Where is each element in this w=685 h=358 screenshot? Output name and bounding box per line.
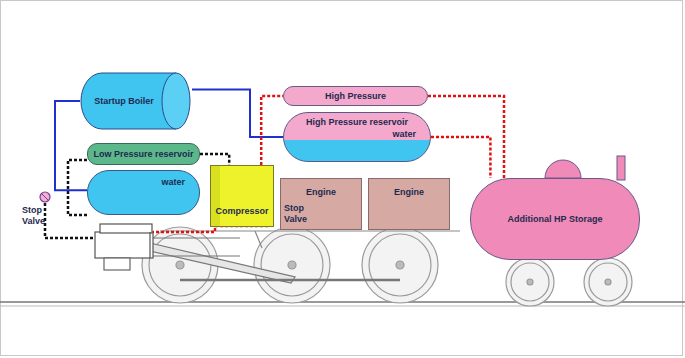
- pipe-connector: [55, 101, 87, 190]
- node-text: Engine: [306, 187, 336, 197]
- node-text: Low Pressure reservoir: [93, 149, 193, 159]
- hp-reservoir: High Pressure reservoir water: [283, 112, 431, 162]
- node-text: High Pressure: [325, 91, 386, 101]
- hp-pipe: High Pressure: [283, 86, 428, 106]
- pipe-connector: [431, 137, 490, 178]
- node-text: water: [161, 177, 185, 187]
- lp-reservoir: Low Pressure reservoir: [87, 143, 200, 165]
- node-text: Compressor: [215, 206, 268, 216]
- lp-water-tank: water: [87, 170, 200, 215]
- stop-valve-label: Stop Valve: [284, 203, 314, 225]
- node-text: Additional HP Storage: [508, 214, 603, 224]
- startup-boiler: Startup Boiler: [80, 72, 192, 130]
- additional-hp-storage: Additional HP Storage: [470, 178, 640, 260]
- compressor: Compressor: [210, 165, 274, 227]
- pipe-connector: [428, 96, 504, 178]
- node-text: Engine: [394, 187, 424, 197]
- stop-valve-label: Stop Valve: [22, 205, 58, 227]
- node-text: water: [392, 129, 416, 139]
- node-text: High Pressure reservoir: [306, 117, 408, 127]
- pipe-connector: [200, 154, 229, 165]
- boiler-end: [162, 73, 190, 129]
- node-text: Startup Boiler: [94, 96, 154, 106]
- pipe-connector: [261, 96, 283, 165]
- engine: Engine: [368, 178, 450, 230]
